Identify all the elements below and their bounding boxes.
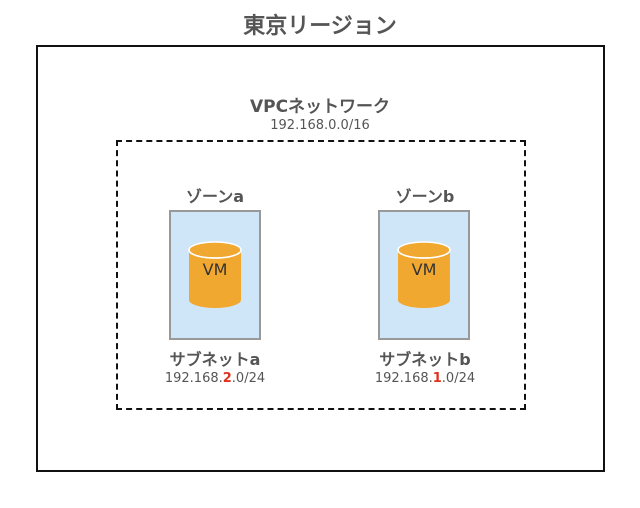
region-title: 東京リージョン xyxy=(243,14,397,39)
subnet-a-cidr-highlight: 2 xyxy=(222,371,232,386)
vpc-boundary xyxy=(116,140,526,410)
subnet-a-cidr-prefix: 192.168. xyxy=(164,371,223,386)
vm-b-label: VM xyxy=(411,260,437,279)
subnet-a-cidr-suffix: .0/24 xyxy=(231,371,266,386)
subnet-b-cidr: 192.168.1.0/24 xyxy=(350,371,500,386)
zone-b-label: ゾーンb xyxy=(395,187,455,206)
subnet-a-cidr: 192.168.2.0/24 xyxy=(140,371,290,386)
vpc-cidr: 192.168.0.0/16 xyxy=(270,118,370,133)
subnet-a-label: サブネットa xyxy=(169,350,261,369)
subnet-b-label: サブネットb xyxy=(379,350,471,369)
vm-a: VM xyxy=(187,240,243,310)
vm-a-label: VM xyxy=(202,260,228,279)
zone-a-label: ゾーンa xyxy=(186,187,244,206)
vm-b: VM xyxy=(396,240,452,310)
region-boundary xyxy=(36,45,605,472)
database-cylinder-icon xyxy=(188,241,242,308)
subnet-b-box xyxy=(378,210,470,340)
vpc-title: VPCネットワーク xyxy=(249,97,391,117)
subnet-b-cidr-prefix: 192.168. xyxy=(374,371,433,386)
subnet-b-cidr-suffix: .0/24 xyxy=(441,371,476,386)
subnet-b-cidr-highlight: 1 xyxy=(432,371,442,386)
database-cylinder-icon xyxy=(397,241,451,308)
